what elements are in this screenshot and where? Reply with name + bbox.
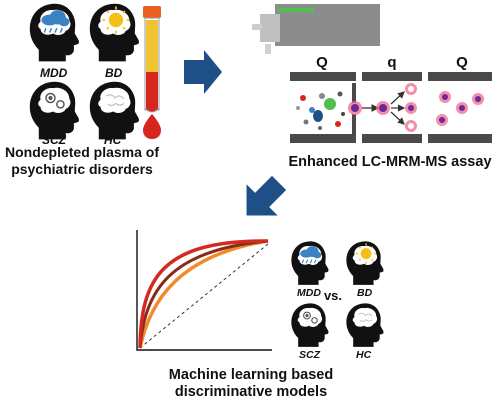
vs-label: vs.	[324, 288, 342, 303]
ms-assay-caption: Enhanced LC-MRM-MS assay	[288, 154, 491, 170]
rain-cloud-icon	[300, 246, 322, 264]
plasma-caption-line-1: Nondepleted plasma of	[5, 144, 159, 160]
roc-chart	[136, 230, 272, 351]
fragment-ions	[405, 83, 417, 132]
head-scz-top	[29, 81, 79, 140]
plasma-caption-line-2: psychiatric disorders	[11, 161, 153, 177]
product-ions	[436, 91, 484, 126]
fragment-arrow-down	[390, 111, 405, 125]
roc-axes	[136, 230, 272, 351]
fragment-arrow-up	[390, 91, 405, 105]
head-bd-top	[89, 3, 139, 62]
head-hc-top	[89, 81, 139, 140]
model-caption-line-1: Machine learning based	[169, 367, 333, 383]
brain-icon	[105, 94, 125, 106]
head-mdd-top	[29, 3, 79, 62]
roc-curve-brown	[138, 239, 269, 349]
label-mdd-top: MDD	[40, 66, 68, 80]
blood-drop-icon	[143, 114, 161, 139]
gears-icon	[45, 92, 65, 109]
head-mdd-bottom	[291, 241, 329, 285]
precursor-ion	[348, 101, 362, 115]
label-bd-top: BD	[105, 66, 123, 80]
ion-mixture	[296, 91, 345, 130]
model-caption-line-2: discriminative models	[175, 384, 327, 400]
rain-cloud-icon	[41, 10, 70, 33]
ms-instrument-icon	[252, 4, 380, 54]
label-bd-bottom: BD	[357, 287, 373, 299]
collision-cell-ion	[376, 101, 390, 115]
gears-icon	[303, 311, 318, 324]
stage-label-q3: Q	[456, 54, 468, 71]
blood-tube-icon	[143, 6, 161, 113]
label-hc-bottom: HC	[356, 349, 372, 361]
roc-curve-orange	[138, 239, 269, 349]
label-hc-top: HC	[104, 133, 122, 147]
right-arrow-icon	[184, 50, 222, 94]
quadrupole-rods	[290, 72, 492, 143]
head-hc-bottom	[346, 303, 384, 347]
sun-icon	[102, 6, 130, 34]
label-scz-top: SCZ	[42, 133, 67, 147]
sun-icon	[355, 243, 377, 264]
head-bd-bottom	[346, 241, 384, 285]
down-left-arrow-icon	[246, 175, 287, 216]
head-scz-bottom	[291, 303, 329, 347]
stage-label-q2: q	[387, 54, 396, 71]
label-scz-bottom: SCZ	[299, 349, 321, 361]
label-mdd-bottom: MDD	[297, 287, 321, 299]
brain-icon	[358, 312, 373, 322]
roc-curve-red	[138, 239, 269, 349]
stage-label-q1: Q	[316, 54, 328, 71]
